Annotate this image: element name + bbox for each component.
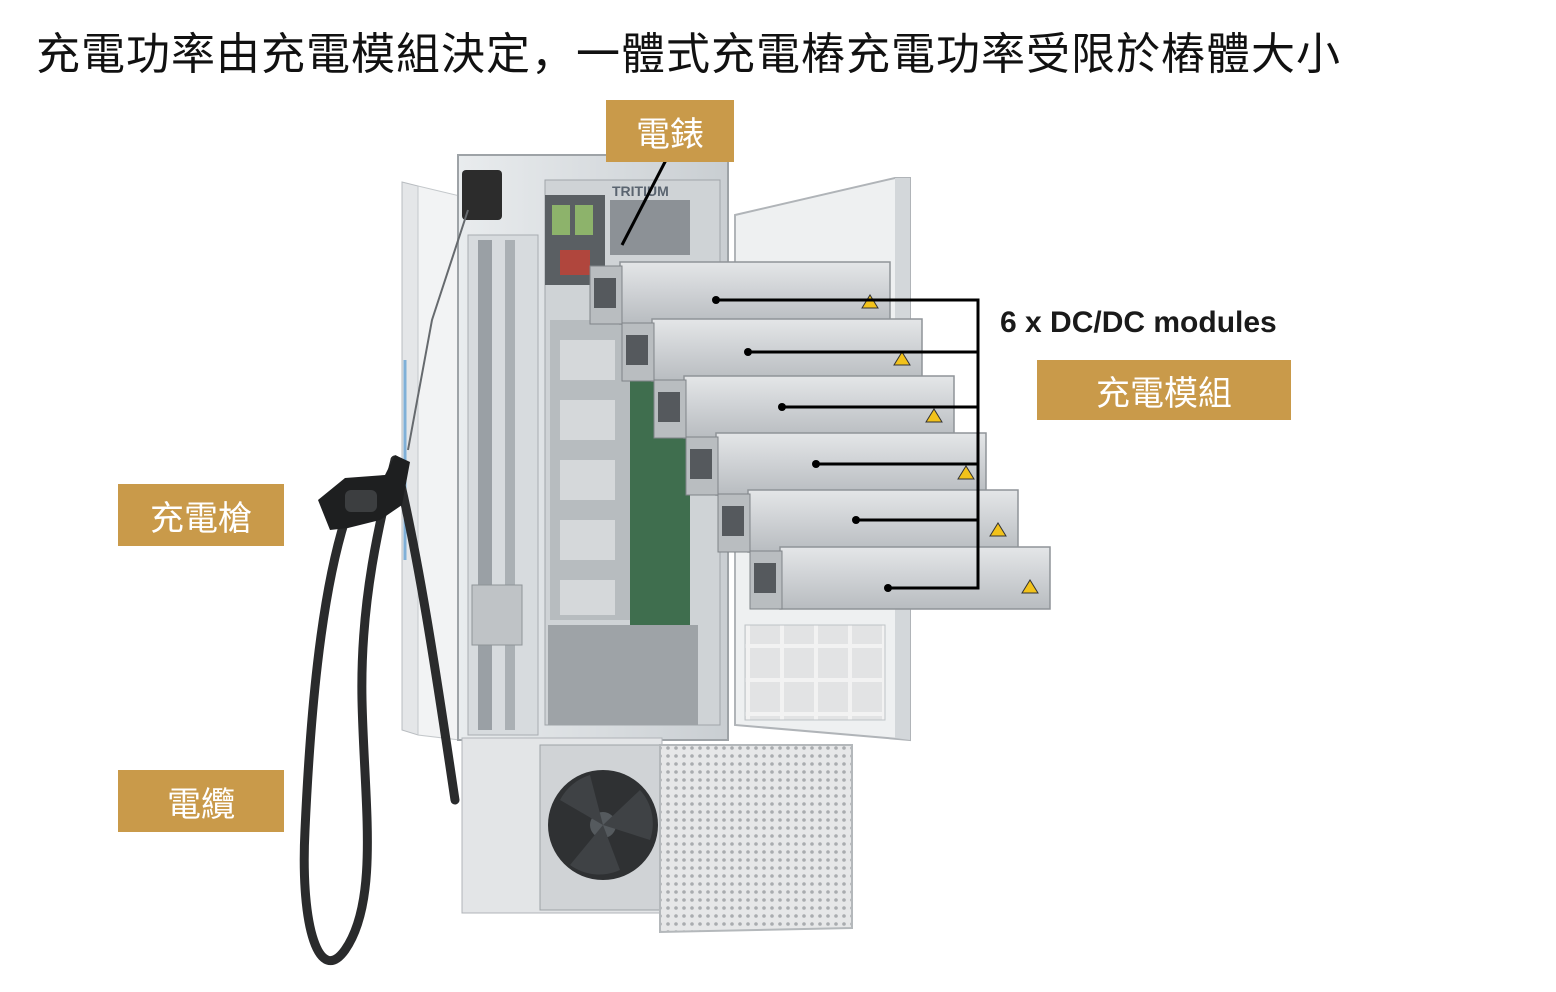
charging-module-label-text: 充電模組 (1096, 373, 1232, 414)
dc-modules-group (589, 261, 1051, 610)
module-dot-6 (884, 584, 892, 592)
module-dot-3 (778, 403, 786, 411)
charging-module-label: 充電模組 (1037, 360, 1291, 420)
left-door (401, 181, 461, 741)
cable-label-text: 電纜 (167, 784, 235, 825)
brand-text: TRITIUM (612, 183, 669, 199)
callout-line-module-1 (716, 298, 980, 590)
meter-label: 電錶 (606, 100, 734, 162)
dc-modules-caption: 6 x DC/DC modules (1000, 306, 1277, 339)
dc-module-6 (749, 546, 1051, 610)
charging-gun-label: 充電槍 (118, 484, 284, 546)
callout-lines (620, 159, 980, 590)
charging-gun-label-text: 充電槍 (150, 498, 252, 539)
dc-module-2 (621, 318, 923, 382)
module-dot-1 (712, 296, 720, 304)
callout-dots (712, 296, 892, 592)
charging-gun-and-cable (299, 209, 469, 965)
cable-label: 電纜 (118, 770, 284, 832)
callout-line-meter (620, 159, 668, 246)
module-dot-4 (812, 460, 820, 468)
module-dot-2 (744, 348, 752, 356)
page-title: 充電功率由充電模組決定，一體式充電樁充電功率受限於樁體大小 (36, 29, 1341, 80)
fan-bay (461, 737, 853, 934)
dc-module-1 (589, 261, 891, 325)
module-dot-5 (852, 516, 860, 524)
cabinet-body: TRITIUM (457, 154, 729, 741)
meter-label-text: 電錶 (636, 114, 704, 155)
